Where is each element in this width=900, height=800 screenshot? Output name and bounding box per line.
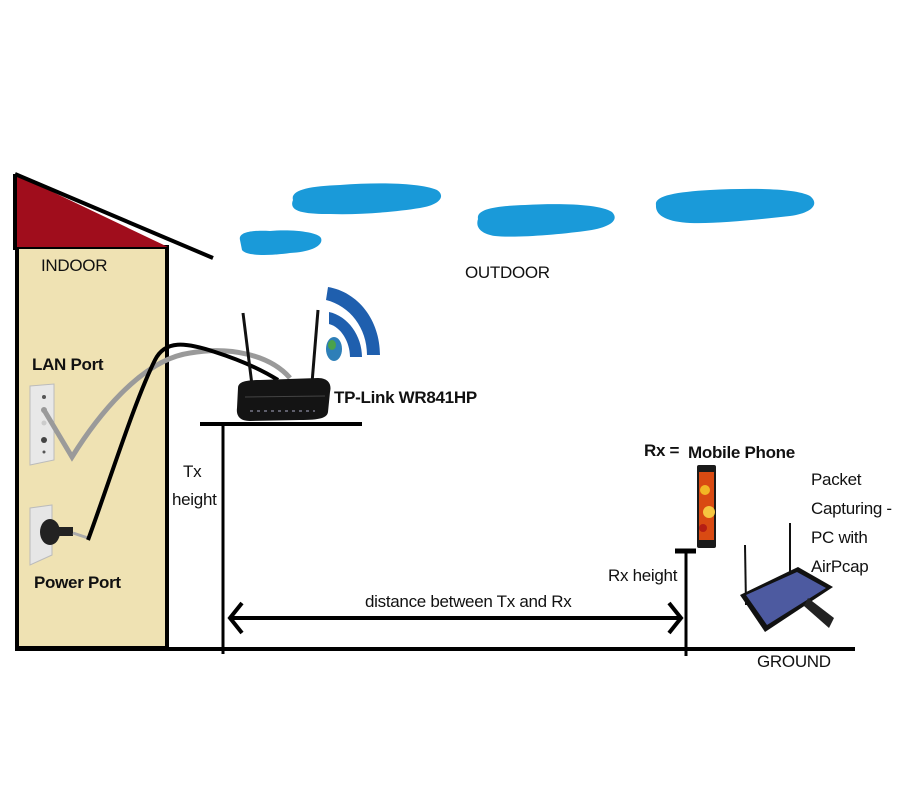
router-icon [236,309,331,421]
power-outlet-icon [29,504,89,566]
packet-capture-label-line1: Packet [811,470,862,489]
rx-equals-label: Rx = [644,441,680,460]
house [13,172,214,650]
rx-height-label: Rx height [608,566,678,585]
tx-height-label-line1: Tx [183,462,202,481]
packet-capture-label-line3: PC with [811,528,868,547]
lan-port-label: LAN Port [32,355,104,374]
packet-capture-label-line2: Capturing - [811,499,892,518]
lan-cable [41,348,292,462]
cloud-small [239,230,322,255]
mobile-phone-label: Mobile Phone [688,443,795,462]
cloud-left [292,183,442,215]
roof-edge [14,172,214,260]
ground-label: GROUND [757,652,831,671]
mobile-phone-icon [697,465,716,548]
power-cable [86,342,280,541]
tx-height-label-line2: height [172,490,217,509]
lan-wall-socket-icon [29,383,55,466]
cloud-right [655,188,815,224]
distance-arrow [227,601,684,635]
indoor-label: INDOOR [41,256,108,275]
wifi-signal-icon [326,287,380,361]
tablet-pc-icon [740,523,834,632]
clouds [239,183,815,255]
cloud-middle [477,204,615,237]
distance-label: distance between Tx and Rx [365,592,572,611]
outdoor-label: OUTDOOR [465,263,550,282]
router-label: TP-Link WR841HP [334,388,477,407]
packet-capture-label-line4: AirPcap [811,557,869,576]
power-port-label: Power Port [34,573,121,592]
